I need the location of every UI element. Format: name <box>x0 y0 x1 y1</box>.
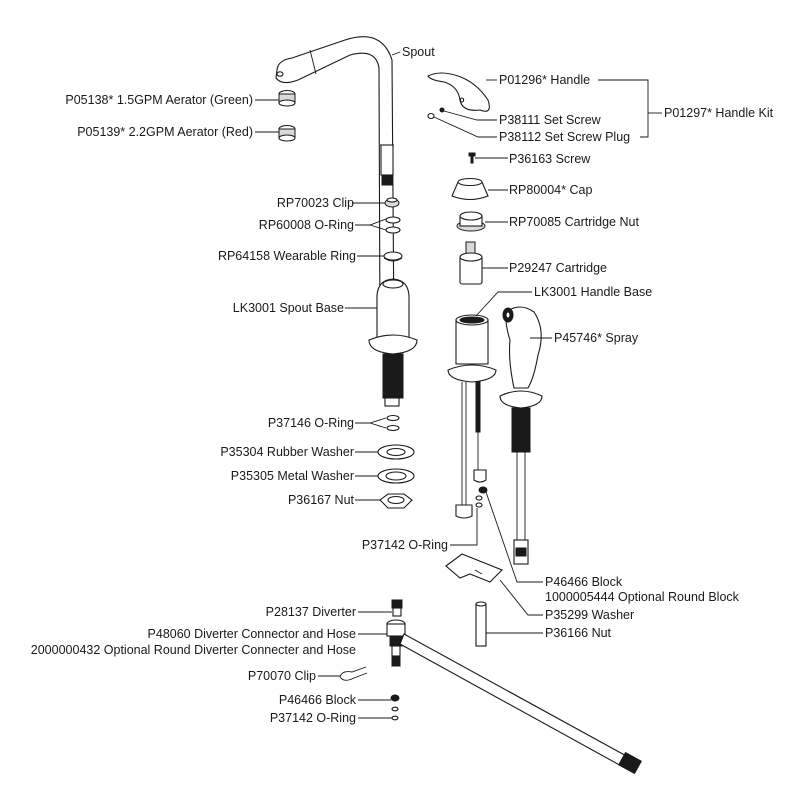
block-part <box>478 486 488 494</box>
wearable-ring-part <box>383 251 403 262</box>
aerator-green-part <box>278 89 296 107</box>
callout-o-ring-bottom: P37142 O-Ring <box>269 711 356 725</box>
set-screw-part <box>439 107 445 113</box>
callout-block: P46466 Block <box>545 575 623 589</box>
callout-cartridge-nut: RP70085 Cartridge Nut <box>509 215 639 229</box>
callout-cartridge: P29247 Cartridge <box>509 261 607 275</box>
diverter-connector-part <box>386 619 642 775</box>
callout-screw: P36163 Screw <box>509 152 591 166</box>
callout-o-ring-top: RP60008 O-Ring <box>258 218 354 232</box>
callout-clip-top: RP70023 Clip <box>276 196 354 210</box>
callout-spout-base: LK3001 Spout Base <box>232 301 344 315</box>
callout-nut-long: P36166 Nut <box>545 626 612 640</box>
clip-top-part <box>384 197 400 208</box>
callout-handle-kit: P01297* Handle Kit <box>664 106 774 120</box>
callout-block-bottom: P46466 Block <box>278 693 356 707</box>
spout-base-part <box>368 278 418 407</box>
callout-clip-bottom: P70070 Clip <box>247 669 316 683</box>
callout-handle: P01296* Handle <box>499 73 591 87</box>
callout-washer: P35299 Washer <box>545 608 635 622</box>
nut-mid-part <box>379 493 413 509</box>
spray-part <box>499 306 543 565</box>
o-ring-bottom-part <box>391 706 399 721</box>
o-ring-top-part <box>385 216 401 234</box>
o-ring-lower-part <box>475 495 483 508</box>
o-ring-mid-part <box>386 414 400 432</box>
callout-handle-base: LK3001 Handle Base <box>534 285 653 299</box>
callout-block-optional: 1000005444 Optional Round Block <box>545 590 739 604</box>
screw-part <box>468 152 476 164</box>
cartridge-part <box>459 241 483 285</box>
set-screw-plug-part <box>427 112 435 120</box>
metal-washer-part <box>377 468 415 484</box>
callout-aerator-green: P05138* 1.5GPM Aerator (Green) <box>65 93 253 107</box>
callout-cap: RP80004* Cap <box>509 183 593 197</box>
callout-diverter: P28137 Diverter <box>265 605 356 619</box>
callout-set-screw-plug: P38112 Set Screw Plug <box>499 130 631 144</box>
aerator-red-part <box>278 124 296 142</box>
nut-long-part <box>475 601 487 647</box>
callout-diverter-connector-optional: 2000000432 Optional Round Diverter Conne… <box>30 643 356 657</box>
callout-rubber-washer: P35304 Rubber Washer <box>220 445 354 459</box>
cartridge-nut-part <box>456 211 486 232</box>
callout-wearable-ring: RP64158 Wearable Ring <box>217 249 356 263</box>
callout-set-screw: P38111 Set Screw <box>499 113 601 127</box>
callout-metal-washer: P35305 Metal Washer <box>230 469 354 483</box>
callout-o-ring-mid: P37146 O-Ring <box>267 416 354 430</box>
handle-part <box>427 72 490 112</box>
callout-spout: Spout <box>402 45 435 59</box>
callout-o-ring-lower: P37142 O-Ring <box>361 538 448 552</box>
diverter-part <box>391 599 403 617</box>
cap-part <box>451 177 489 201</box>
callout-spray: P45746* Spray <box>554 331 639 345</box>
handle-base-part <box>447 314 497 519</box>
rubber-washer-part <box>377 444 415 460</box>
clip-bottom-part <box>339 666 368 681</box>
block-bottom-part <box>390 694 400 702</box>
callout-diverter-connector: P48060 Diverter Connector and Hose <box>147 627 356 641</box>
spout-part <box>275 36 395 336</box>
callout-nut-mid: P36167 Nut <box>287 493 354 507</box>
washer-part <box>445 553 503 583</box>
callout-aerator-red: P05139* 2.2GPM Aerator (Red) <box>77 125 253 139</box>
